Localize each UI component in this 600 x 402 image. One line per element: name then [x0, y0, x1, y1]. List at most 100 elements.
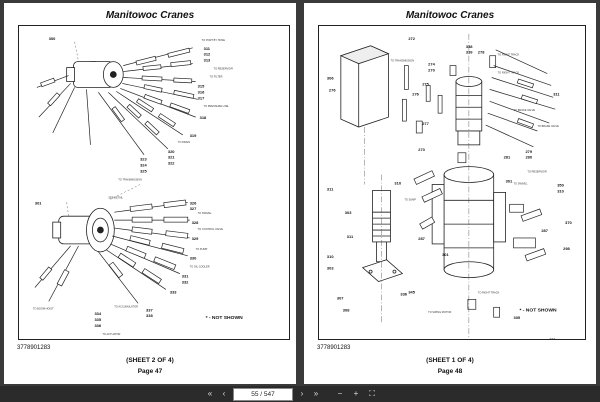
part-label-311: 311 — [204, 46, 211, 51]
svg-text:319: 319 — [190, 133, 197, 138]
not-shown-callout: * - NOT SHOWN — [206, 315, 244, 321]
svg-text:345: 345 — [408, 289, 415, 294]
svg-text:307: 307 — [337, 295, 344, 300]
svg-text:370: 370 — [565, 220, 572, 225]
last-page-button[interactable]: » — [313, 389, 319, 398]
svg-text:339: 339 — [466, 50, 473, 55]
svg-text:335: 335 — [94, 317, 101, 322]
svg-text:310: 310 — [327, 254, 334, 259]
svg-text:272: 272 — [408, 36, 415, 41]
svg-text:TO PORT BY HOSE: TO PORT BY HOSE — [202, 38, 226, 42]
sheet-label: (SHEET 1 OF 4) — [426, 357, 474, 364]
svg-text:301: 301 — [35, 200, 42, 205]
zoom-out-button[interactable]: − — [337, 389, 343, 398]
svg-text:TO RIGHT TRACK: TO RIGHT TRACK — [498, 53, 520, 57]
svg-text:350: 350 — [557, 182, 564, 187]
part-label-300: 300 — [49, 36, 56, 41]
svg-text:312: 312 — [204, 52, 211, 57]
sheet-label: (SHEET 2 OF 4) — [126, 357, 174, 364]
svg-text:287: 287 — [541, 228, 548, 233]
svg-text:338: 338 — [146, 313, 153, 318]
svg-text:TO TRANSMISSION: TO TRANSMISSION — [118, 178, 142, 182]
svg-text:303: 303 — [345, 210, 352, 215]
svg-text:TO TRANSMISSION: TO TRANSMISSION — [390, 59, 414, 63]
page-title: Manitowoc Cranes — [405, 10, 495, 21]
svg-text:TO SWING MOTOR: TO SWING MOTOR — [428, 310, 451, 314]
page-number-input[interactable]: 55 / 547 — [233, 388, 293, 401]
svg-text:275: 275 — [422, 81, 429, 86]
svg-text:313: 313 — [204, 58, 211, 63]
fit-page-icon[interactable]: ⛶ — [369, 389, 375, 398]
svg-text:TO DRAIN: TO DRAIN — [178, 140, 190, 144]
svg-text:298: 298 — [563, 246, 570, 251]
svg-text:TO SWIVEL: TO SWIVEL — [198, 211, 212, 215]
svg-text:279: 279 — [525, 149, 532, 154]
svg-text:TO ACTUATOR: TO ACTUATOR — [102, 332, 120, 336]
svg-text:274: 274 — [428, 62, 435, 67]
svg-text:336: 336 — [400, 291, 407, 296]
svg-text:287: 287 — [418, 236, 425, 241]
previous-page-button[interactable]: ‹ — [222, 389, 226, 398]
svg-text:277: 277 — [422, 121, 429, 126]
svg-text:331: 331 — [182, 274, 189, 279]
svg-text:315: 315 — [198, 83, 205, 88]
svg-text:320: 320 — [168, 149, 175, 154]
first-page-button[interactable]: « — [207, 389, 213, 398]
drawing-frame: 300 311 312 313 315 316 317 318 319 320 … — [18, 25, 290, 340]
svg-text:273: 273 — [418, 147, 425, 152]
svg-text:310: 310 — [557, 188, 564, 193]
document-page-left: Manitowoc Cranes — [4, 3, 296, 384]
svg-text:278: 278 — [478, 50, 485, 55]
next-page-button[interactable]: › — [300, 389, 304, 398]
zoom-in-button[interactable]: + — [353, 389, 359, 398]
svg-text:328: 328 — [192, 220, 199, 225]
svg-text:TO SUMP: TO SUMP — [404, 197, 416, 201]
cylinder-stack — [361, 190, 404, 282]
svg-text:324: 324 — [140, 163, 147, 168]
svg-text:280: 280 — [525, 155, 532, 160]
svg-text:TO PUMP: TO PUMP — [196, 247, 208, 251]
svg-text:323: 323 — [140, 157, 147, 162]
svg-text:305: 305 — [514, 315, 521, 320]
upper-valve-body — [66, 61, 124, 88]
svg-text:351: 351 — [549, 337, 556, 339]
svg-text:TO SWIVEL: TO SWIVEL — [514, 181, 528, 185]
svg-text:316: 316 — [198, 89, 205, 94]
svg-text:TO RIGHT TRACK: TO RIGHT TRACK — [498, 71, 520, 75]
svg-text:332: 332 — [182, 280, 189, 285]
svg-text:301: 301 — [506, 179, 513, 184]
svg-text:TO RIGHT TRACK: TO RIGHT TRACK — [478, 290, 500, 294]
svg-text:329: 329 — [192, 236, 199, 241]
exploded-parts-drawing: 300 311 312 313 315 316 317 318 319 320 … — [33, 36, 244, 336]
svg-text:TO RESERVOIR: TO RESERVOIR — [527, 170, 546, 174]
svg-text:322: 322 — [168, 161, 175, 166]
svg-text:TO PRESSURE LINE: TO PRESSURE LINE — [204, 104, 229, 108]
svg-text:TO ACCUMULATOR: TO ACCUMULATOR — [114, 304, 138, 308]
svg-text:276: 276 — [329, 87, 336, 92]
svg-text:311: 311 — [553, 91, 560, 96]
exploded-parts-drawing: 306 276 272 338 339 278 274 270 275 276 … — [327, 33, 573, 339]
viewer-toolbar: « ‹ 55 / 547 › » − + ⛶ — [0, 386, 600, 402]
svg-text:311: 311 — [347, 234, 354, 239]
svg-text:TO RESERVOIR: TO RESERVOIR — [214, 67, 233, 71]
svg-text:301: 301 — [442, 252, 449, 257]
svg-text:311: 311 — [327, 186, 334, 191]
svg-text:276: 276 — [412, 91, 419, 96]
drawing-frame: 306 276 272 338 339 278 274 270 275 276 … — [318, 25, 586, 340]
svg-text:325: 325 — [140, 169, 147, 174]
cover-box — [339, 45, 390, 128]
svg-text:336: 336 — [94, 323, 101, 328]
svg-text:338: 338 — [466, 44, 473, 49]
svg-text:281: 281 — [504, 155, 511, 160]
svg-text:334: 334 — [94, 311, 101, 316]
svg-text:SEE DETAIL: SEE DETAIL — [108, 195, 123, 199]
svg-text:TO BRAKE VALVE: TO BRAKE VALVE — [514, 108, 536, 112]
svg-text:TO FILTER: TO FILTER — [210, 75, 223, 79]
svg-text:321: 321 — [168, 155, 175, 160]
svg-text:317: 317 — [198, 95, 205, 100]
svg-text:327: 327 — [190, 206, 197, 211]
document-number: 3778901283 — [17, 345, 51, 351]
page-number-label: Page 47 — [137, 368, 163, 375]
svg-text:270: 270 — [428, 68, 435, 73]
svg-text:TO CONTROL VALVE: TO CONTROL VALVE — [198, 227, 224, 231]
